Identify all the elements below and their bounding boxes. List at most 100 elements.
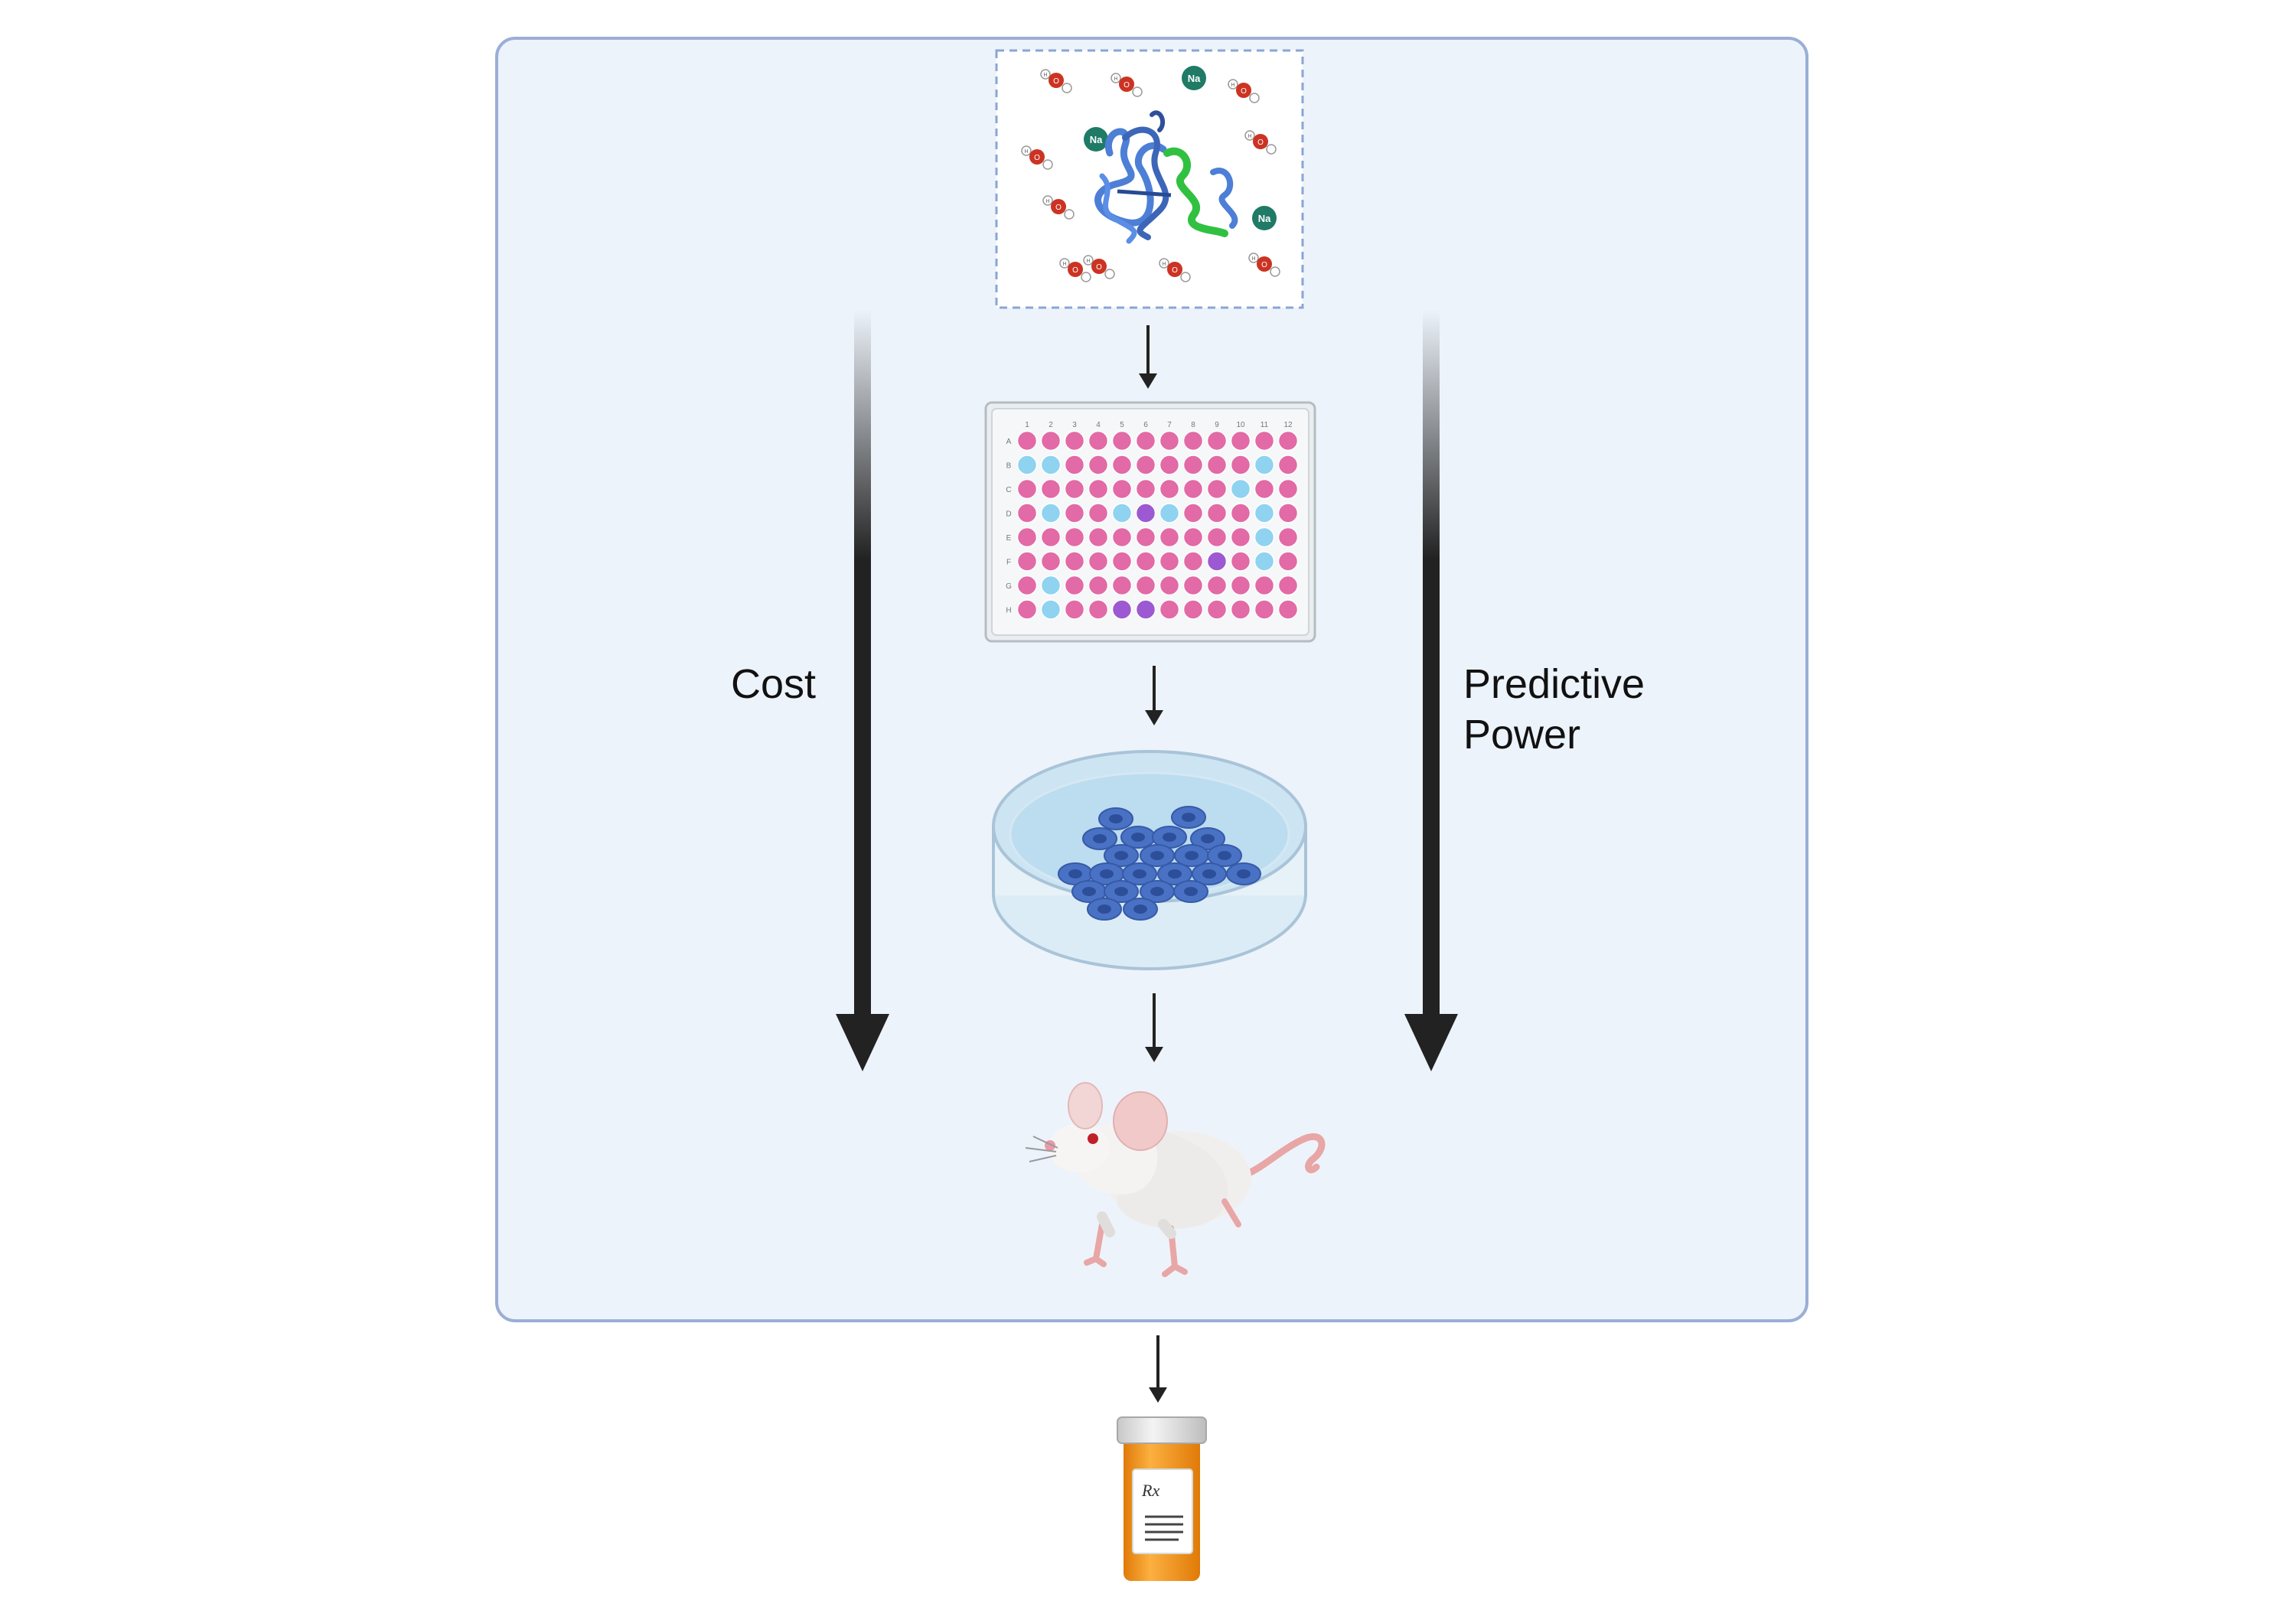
- plate-well: [1135, 503, 1156, 523]
- predictive-power-label-line2: Power: [1463, 712, 1581, 758]
- water-molecule: OH: [1083, 255, 1115, 279]
- plate-well: [1088, 455, 1109, 475]
- plate-column-label: 5: [1120, 421, 1124, 429]
- plate-well: [1182, 599, 1204, 620]
- plate-well: [1016, 478, 1038, 500]
- plate-well: [1206, 599, 1228, 620]
- plate-well: [1277, 526, 1299, 548]
- plate-well: [1016, 526, 1038, 548]
- plate-column-label: 9: [1215, 421, 1219, 429]
- plate-column-label: 1: [1025, 421, 1029, 429]
- plate-well: [1064, 575, 1085, 596]
- hydrogen-symbol: H: [1162, 262, 1166, 267]
- flow-arrow: [1145, 993, 1163, 1062]
- plate-well: [1277, 455, 1299, 475]
- plate-well: [1040, 430, 1062, 451]
- predictive-power-label-line1: Predictive: [1463, 661, 1645, 707]
- plate-well: [1182, 430, 1204, 451]
- plate-well: [1040, 575, 1062, 596]
- plate-well: [1159, 526, 1180, 548]
- plate-row-label: H: [1006, 607, 1011, 615]
- plate-well: [1159, 551, 1180, 572]
- plate-row-label: G: [1006, 582, 1012, 591]
- rx-label: Rx: [1141, 1481, 1159, 1500]
- plate-well: [1159, 599, 1180, 620]
- plate-well: [1064, 430, 1085, 451]
- plate-well: [1064, 551, 1085, 572]
- water-molecule: OH: [1228, 79, 1260, 103]
- plate-well: [1230, 526, 1251, 548]
- plate-well: [1159, 455, 1180, 475]
- oxygen-symbol: O: [1124, 81, 1130, 90]
- plate-well: [1040, 551, 1062, 572]
- flow-arrow: [1145, 666, 1163, 725]
- plate-well: [1135, 478, 1156, 500]
- plate-well: [1277, 575, 1299, 596]
- plate-well: [1230, 503, 1251, 523]
- sodium-symbol: Na: [1188, 73, 1201, 84]
- plate-well: [1182, 575, 1204, 596]
- plate-well: [1135, 575, 1156, 596]
- plate-well: [1230, 599, 1251, 620]
- plate-well: [1111, 503, 1133, 523]
- flow-arrow: [1149, 1335, 1167, 1403]
- plate-well: [1135, 430, 1156, 451]
- plate-well: [1277, 503, 1299, 523]
- predictive-power-axis-arrow: [1404, 310, 1458, 1071]
- plate-well: [1159, 478, 1180, 500]
- plate-well: [1040, 503, 1062, 523]
- plate-well: [1159, 575, 1180, 596]
- plate-well: [1230, 551, 1251, 572]
- plate-well: [1206, 551, 1228, 572]
- plate-well: [1064, 455, 1085, 475]
- plate-well: [1064, 478, 1085, 500]
- cost-axis-arrow: [836, 310, 889, 1071]
- plate-column-label: 11: [1261, 421, 1269, 429]
- flow-arrow: [1139, 325, 1157, 389]
- plate-well: [1182, 551, 1204, 572]
- plate-well: [1135, 526, 1156, 548]
- plate-well: [1135, 455, 1156, 475]
- plate-well: [1016, 430, 1038, 451]
- plate-well: [1111, 430, 1133, 451]
- plate-well: [1040, 526, 1062, 548]
- plate-well: [1088, 599, 1109, 620]
- plate-column-label: 7: [1167, 421, 1172, 429]
- plate-well: [1182, 503, 1204, 523]
- plate-well: [1254, 430, 1275, 451]
- plate-column-label: 8: [1191, 421, 1195, 429]
- plate-well: [1088, 503, 1109, 523]
- plate-well: [1064, 599, 1085, 620]
- hydrogen-symbol: H: [1062, 262, 1066, 267]
- plate-well: [1182, 478, 1204, 500]
- plate-row-label: F: [1006, 559, 1011, 567]
- hydrogen-symbol: H: [1114, 77, 1117, 82]
- plate-well: [1206, 455, 1228, 475]
- plate-column-label: 3: [1072, 421, 1077, 429]
- plate-column-label: 10: [1236, 421, 1245, 429]
- plate-well: [1016, 599, 1038, 620]
- plate-well: [1254, 599, 1275, 620]
- plate-well: [1016, 455, 1038, 475]
- plate-well: [1016, 551, 1038, 572]
- plate-well: [1254, 551, 1275, 572]
- plate-well: [1016, 503, 1038, 523]
- plate-row-label: E: [1006, 534, 1012, 543]
- plate-well: [1064, 526, 1085, 548]
- sodium-ion: Na: [1084, 127, 1108, 152]
- plate-well: [1182, 455, 1204, 475]
- water-molecule: OH: [1040, 69, 1072, 93]
- oxygen-symbol: O: [1072, 266, 1078, 275]
- water-molecule: OH: [1244, 130, 1277, 155]
- hydrogen-symbol: H: [1231, 83, 1234, 88]
- plate-well: [1040, 599, 1062, 620]
- plate-row-label: D: [1006, 510, 1011, 519]
- mouse-icon: [1025, 1082, 1326, 1277]
- plate-column-label: 12: [1283, 421, 1293, 429]
- plate-row-label: B: [1006, 462, 1012, 471]
- plate-well: [1277, 551, 1299, 572]
- plate-well: [1230, 575, 1251, 596]
- plate-well: [1111, 478, 1133, 500]
